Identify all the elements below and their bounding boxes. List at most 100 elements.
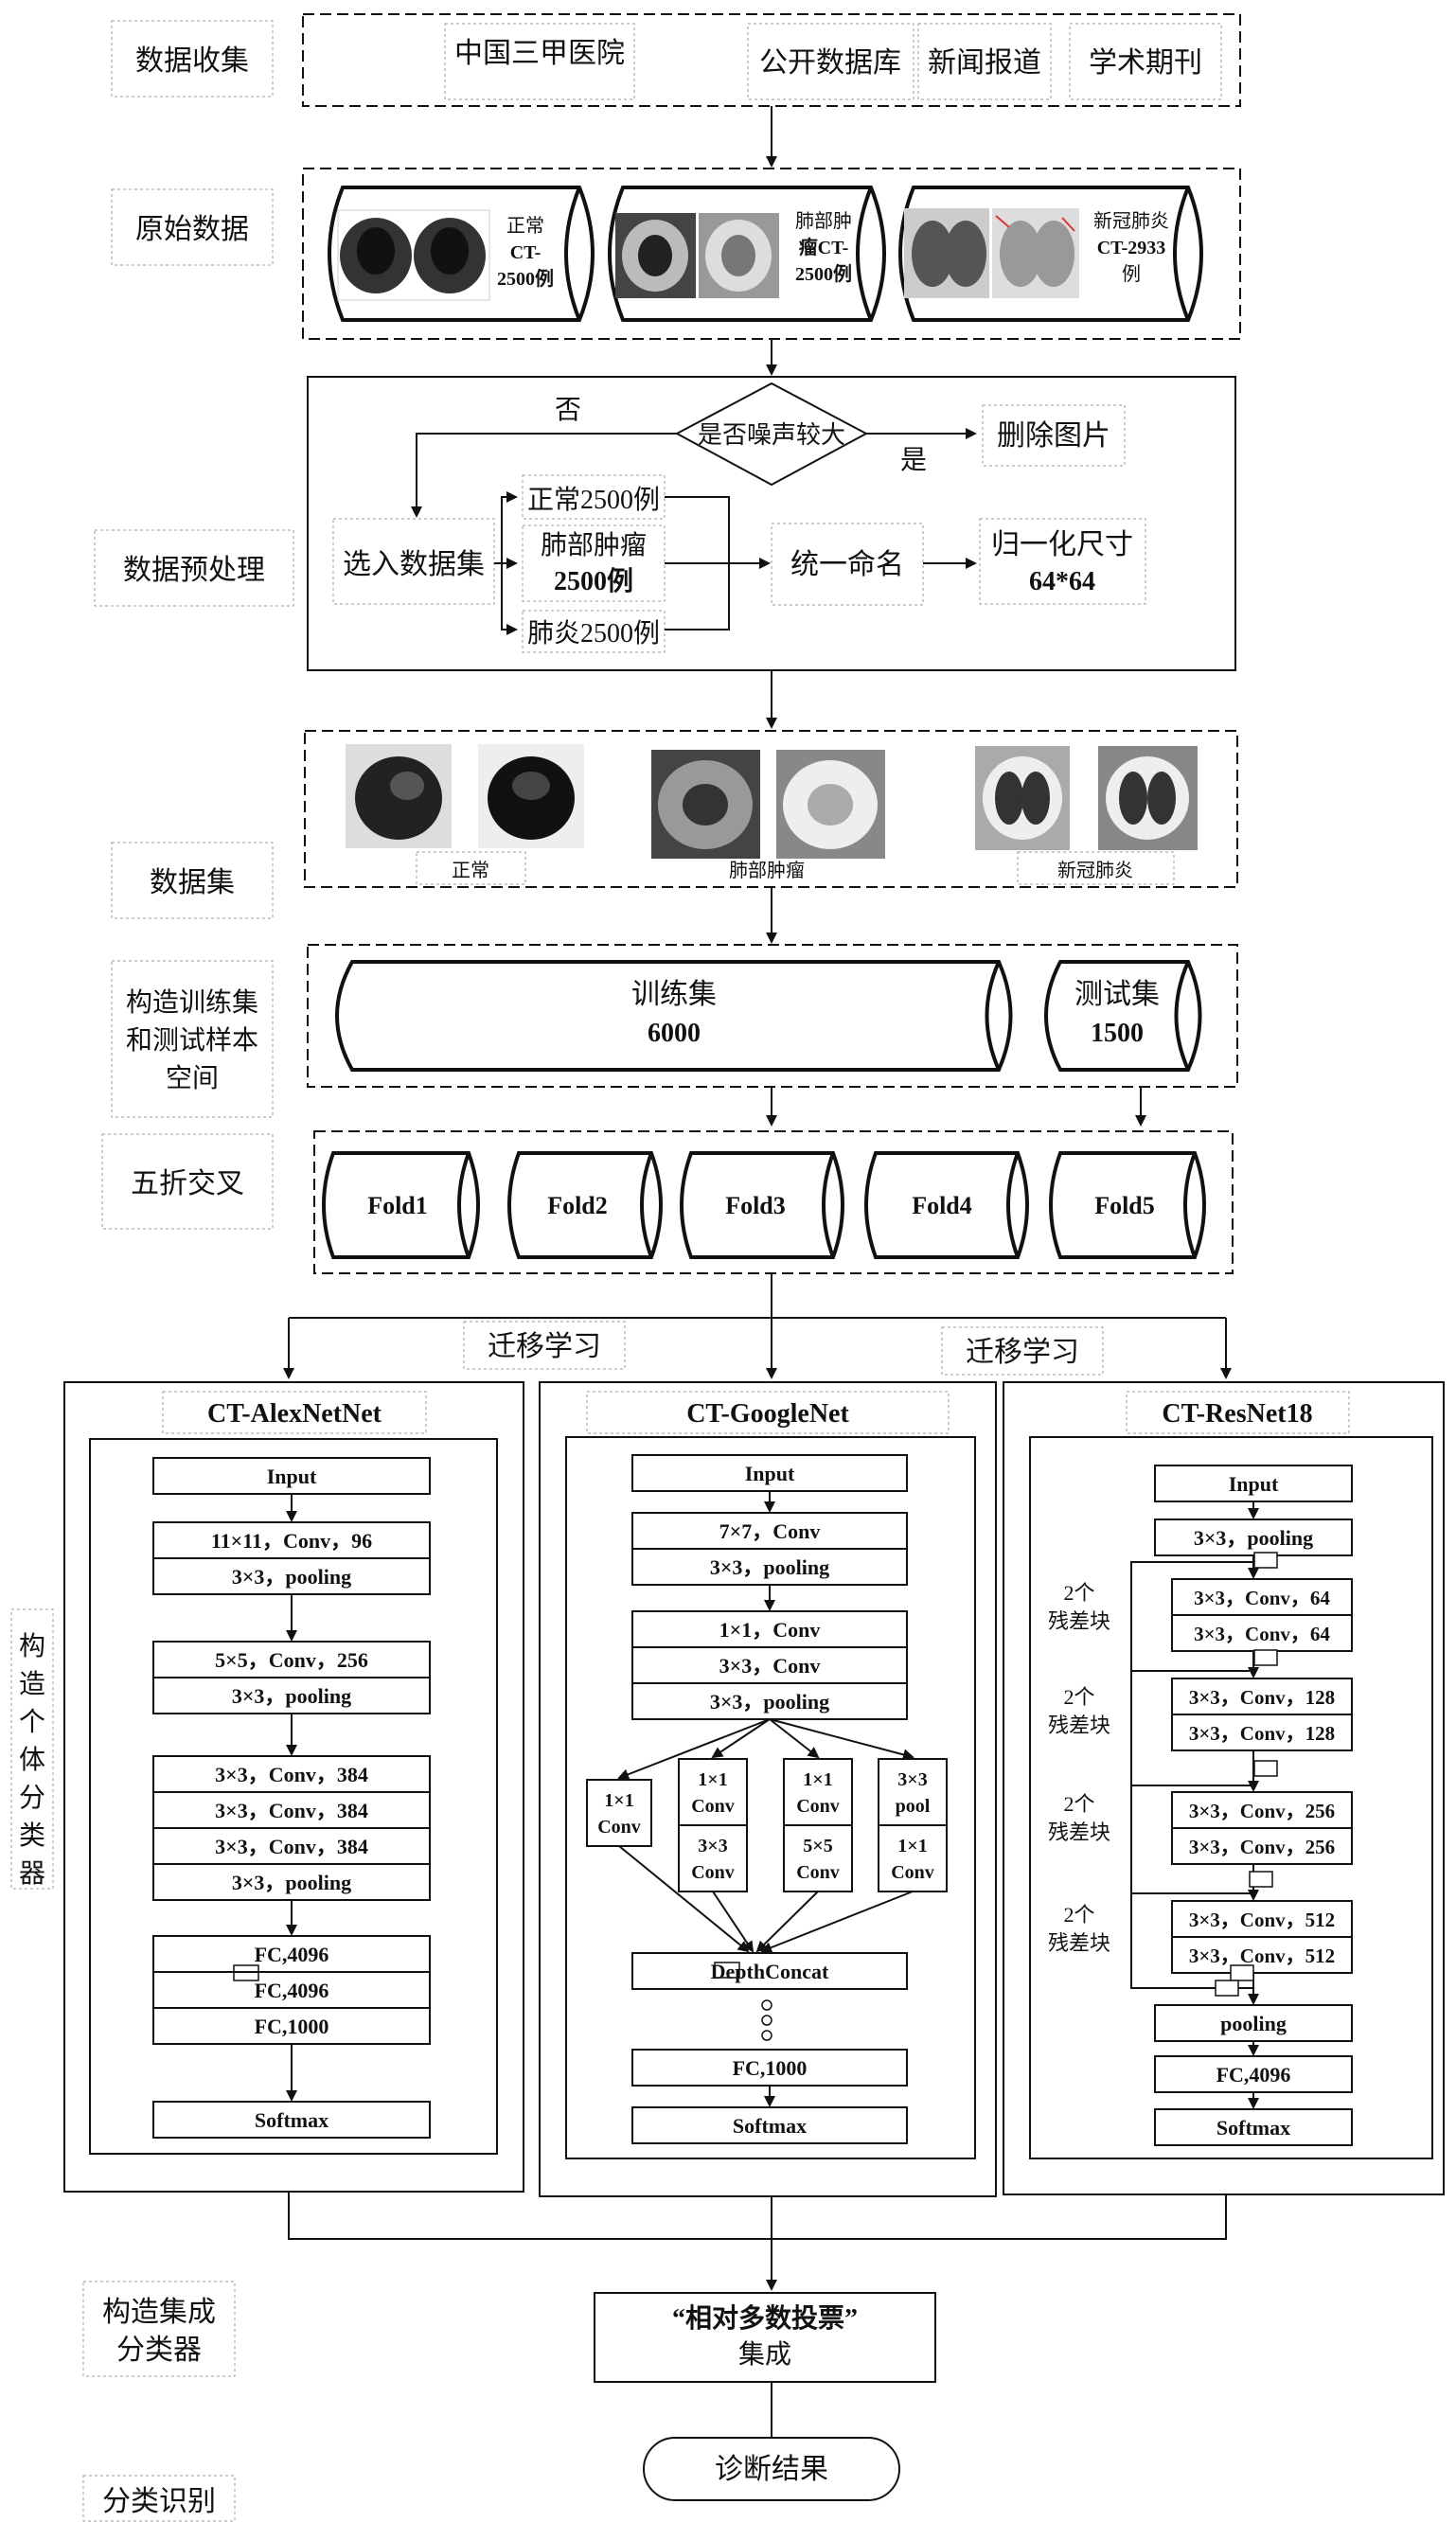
resnet-layer: 3×3，Conv，512 [1189, 1945, 1335, 1967]
class-pneumonia: 肺炎2500例 [527, 618, 660, 648]
delete-image-box: 删除图片 [997, 420, 1110, 452]
depthconcat-layer: DepthConcat [711, 1960, 829, 1983]
inception-b2-bottom-line1: 3×3 [698, 1836, 727, 1856]
source-journal: 学术期刊 [1089, 47, 1202, 79]
googlenet-title: CT-GoogleNet [686, 1399, 849, 1429]
test-set-label: 测试集 [1074, 979, 1160, 1010]
residual-label: 2个 [1063, 1685, 1094, 1709]
raw-covid-line2: CT-2933 [1097, 238, 1166, 258]
collect-frame [302, 13, 1241, 107]
raw-tumor-line3: 2500例 [795, 262, 852, 285]
googlenet-layer: 3×3，Conv [719, 1654, 821, 1678]
train-set-count: 6000 [648, 1019, 701, 1048]
noise-decision [674, 382, 869, 487]
fold-2: Fold2 [547, 1192, 608, 1219]
normalize-line1: 归一化尺寸 [991, 529, 1133, 560]
inception-b3-top-line1: 1×1 [803, 1769, 832, 1790]
ct-image-dataset-normal [346, 744, 584, 848]
stage-classifiers-char: 器 [19, 1859, 45, 1889]
googlenet-panel [539, 1381, 997, 2197]
stage-classifiers-char: 体 [19, 1745, 45, 1775]
stage-build-line3: 空间 [166, 1063, 219, 1093]
ct-image-raw-tumor [615, 213, 779, 298]
stage-classifiers-char: 个 [19, 1708, 45, 1737]
resnet-layer: 3×3，Conv，512 [1189, 1909, 1335, 1931]
transfer-label-left: 迁移学习 [488, 1331, 601, 1362]
alexnet-panel [63, 1381, 524, 2193]
inception-b4-top-line2: pool [896, 1796, 931, 1817]
train-set-label: 训练集 [631, 979, 717, 1010]
result-label: 诊断结果 [715, 2454, 828, 2485]
googlenet-layer: 3×3，pooling [710, 1555, 829, 1579]
unified-naming-box: 统一命名 [790, 549, 904, 580]
stage-labels [10, 20, 294, 2522]
resnet-layer: 3×3，Conv，256 [1189, 1836, 1335, 1858]
resnet-layer: Input [1229, 1472, 1279, 1496]
class-tumor-line1: 肺部肿瘤 [541, 530, 647, 560]
alexnet-layer: 3×3，pooling [232, 1871, 351, 1894]
googlenet-layer: 1×1，Conv [719, 1618, 821, 1642]
resnet-title: CT-ResNet18 [1162, 1399, 1312, 1429]
stage-classifiers-char: 类 [19, 1820, 45, 1851]
ct-image-dataset-tumor [651, 750, 885, 859]
noise-decision-label: 是否噪声较大 [698, 421, 845, 449]
googlenet-layer: Input [745, 1462, 795, 1485]
stage-preprocess: 数据预处理 [123, 555, 265, 586]
ensemble-box [594, 2292, 936, 2383]
residual-label: 2个 [1063, 1903, 1094, 1927]
class-normal: 正常2500例 [527, 485, 660, 515]
resnet-layer: FC,4096 [1216, 2063, 1291, 2087]
inception-b1-line2: Conv [597, 1817, 641, 1838]
stage-classifiers-char: 造 [19, 1669, 45, 1699]
googlenet-softmax: Softmax [733, 2114, 807, 2138]
residual-label: 残差块 [1048, 1820, 1110, 1844]
fold-1: Fold1 [367, 1192, 428, 1219]
class-tumor-line2: 2500例 [554, 566, 633, 596]
alexnet-layer: FC,4096 [255, 1943, 329, 1966]
yes-label: 是 [900, 446, 927, 475]
inception-b4-top-line1: 3×3 [897, 1769, 927, 1790]
residual-label: 残差块 [1048, 1714, 1110, 1737]
alexnet-title: CT-AlexNetNet [207, 1399, 382, 1429]
transfer-label-right: 迁移学习 [966, 1337, 1079, 1368]
fold-3: Fold3 [725, 1192, 786, 1219]
resnet-layer: 3×3，Conv，128 [1189, 1686, 1335, 1709]
stage-collect: 数据收集 [135, 45, 249, 77]
residual-label: 2个 [1063, 1581, 1094, 1605]
stage-raw: 原始数据 [135, 214, 249, 245]
stage-classifiers-char: 分 [19, 1784, 45, 1813]
resnet-layer: pooling [1220, 2012, 1287, 2035]
stage-build-line1: 构造训练集 [126, 987, 258, 1018]
inception-b2-top-line2: Conv [691, 1796, 735, 1817]
alexnet-layer: Softmax [255, 2108, 328, 2132]
stage-classifiers: 构 造 个 体 分 类 器 [19, 1631, 45, 1889]
inception-b3-bottom-line1: 5×5 [803, 1836, 832, 1856]
dataset-label-normal: 正常 [452, 860, 489, 881]
alexnet-layer: FC,4096 [255, 1979, 329, 2002]
inception-b4-bottom-line2: Conv [891, 1862, 934, 1883]
stage-ensemble-line1: 构造集成 [102, 2297, 216, 2328]
dataset-label-covid: 新冠肺炎 [1057, 860, 1133, 881]
googlenet-layer: 7×7，Conv [719, 1519, 821, 1543]
raw-normal-line2: CT- [510, 242, 542, 263]
resnet-layer: 3×3，Conv，256 [1189, 1800, 1335, 1822]
test-set-count: 1500 [1091, 1019, 1144, 1048]
resnet-layer: 3×3，Conv，64 [1194, 1587, 1330, 1609]
source-hospital: 中国三甲医院 [454, 38, 625, 69]
inception-b3-top-line2: Conv [796, 1796, 840, 1817]
alexnet-layer: 3×3，Conv，384 [215, 1835, 368, 1858]
normalize-line2: 64*64 [1029, 567, 1095, 596]
source-news: 新闻报道 [928, 47, 1041, 79]
resnet-layer: 3×3，pooling [1194, 1526, 1313, 1550]
alexnet-layer: 5×5，Conv，256 [215, 1648, 368, 1672]
raw-tumor-line2: 瘤CT- [799, 236, 849, 258]
resnet-layer: Softmax [1216, 2116, 1290, 2140]
residual-labels: 2个 残差块 2个 残差块 2个 残差块 2个 残差块 [1048, 1581, 1110, 1955]
alexnet-layer: 11×11，Conv，96 [211, 1529, 372, 1553]
fold-frame [313, 1130, 1234, 1274]
stage-fivefold: 五折交叉 [131, 1168, 244, 1199]
alexnet-layer: 3×3，Conv，384 [215, 1799, 368, 1822]
raw-normal-line3: 2500例 [497, 267, 554, 290]
stage-dataset: 数据集 [150, 867, 235, 898]
